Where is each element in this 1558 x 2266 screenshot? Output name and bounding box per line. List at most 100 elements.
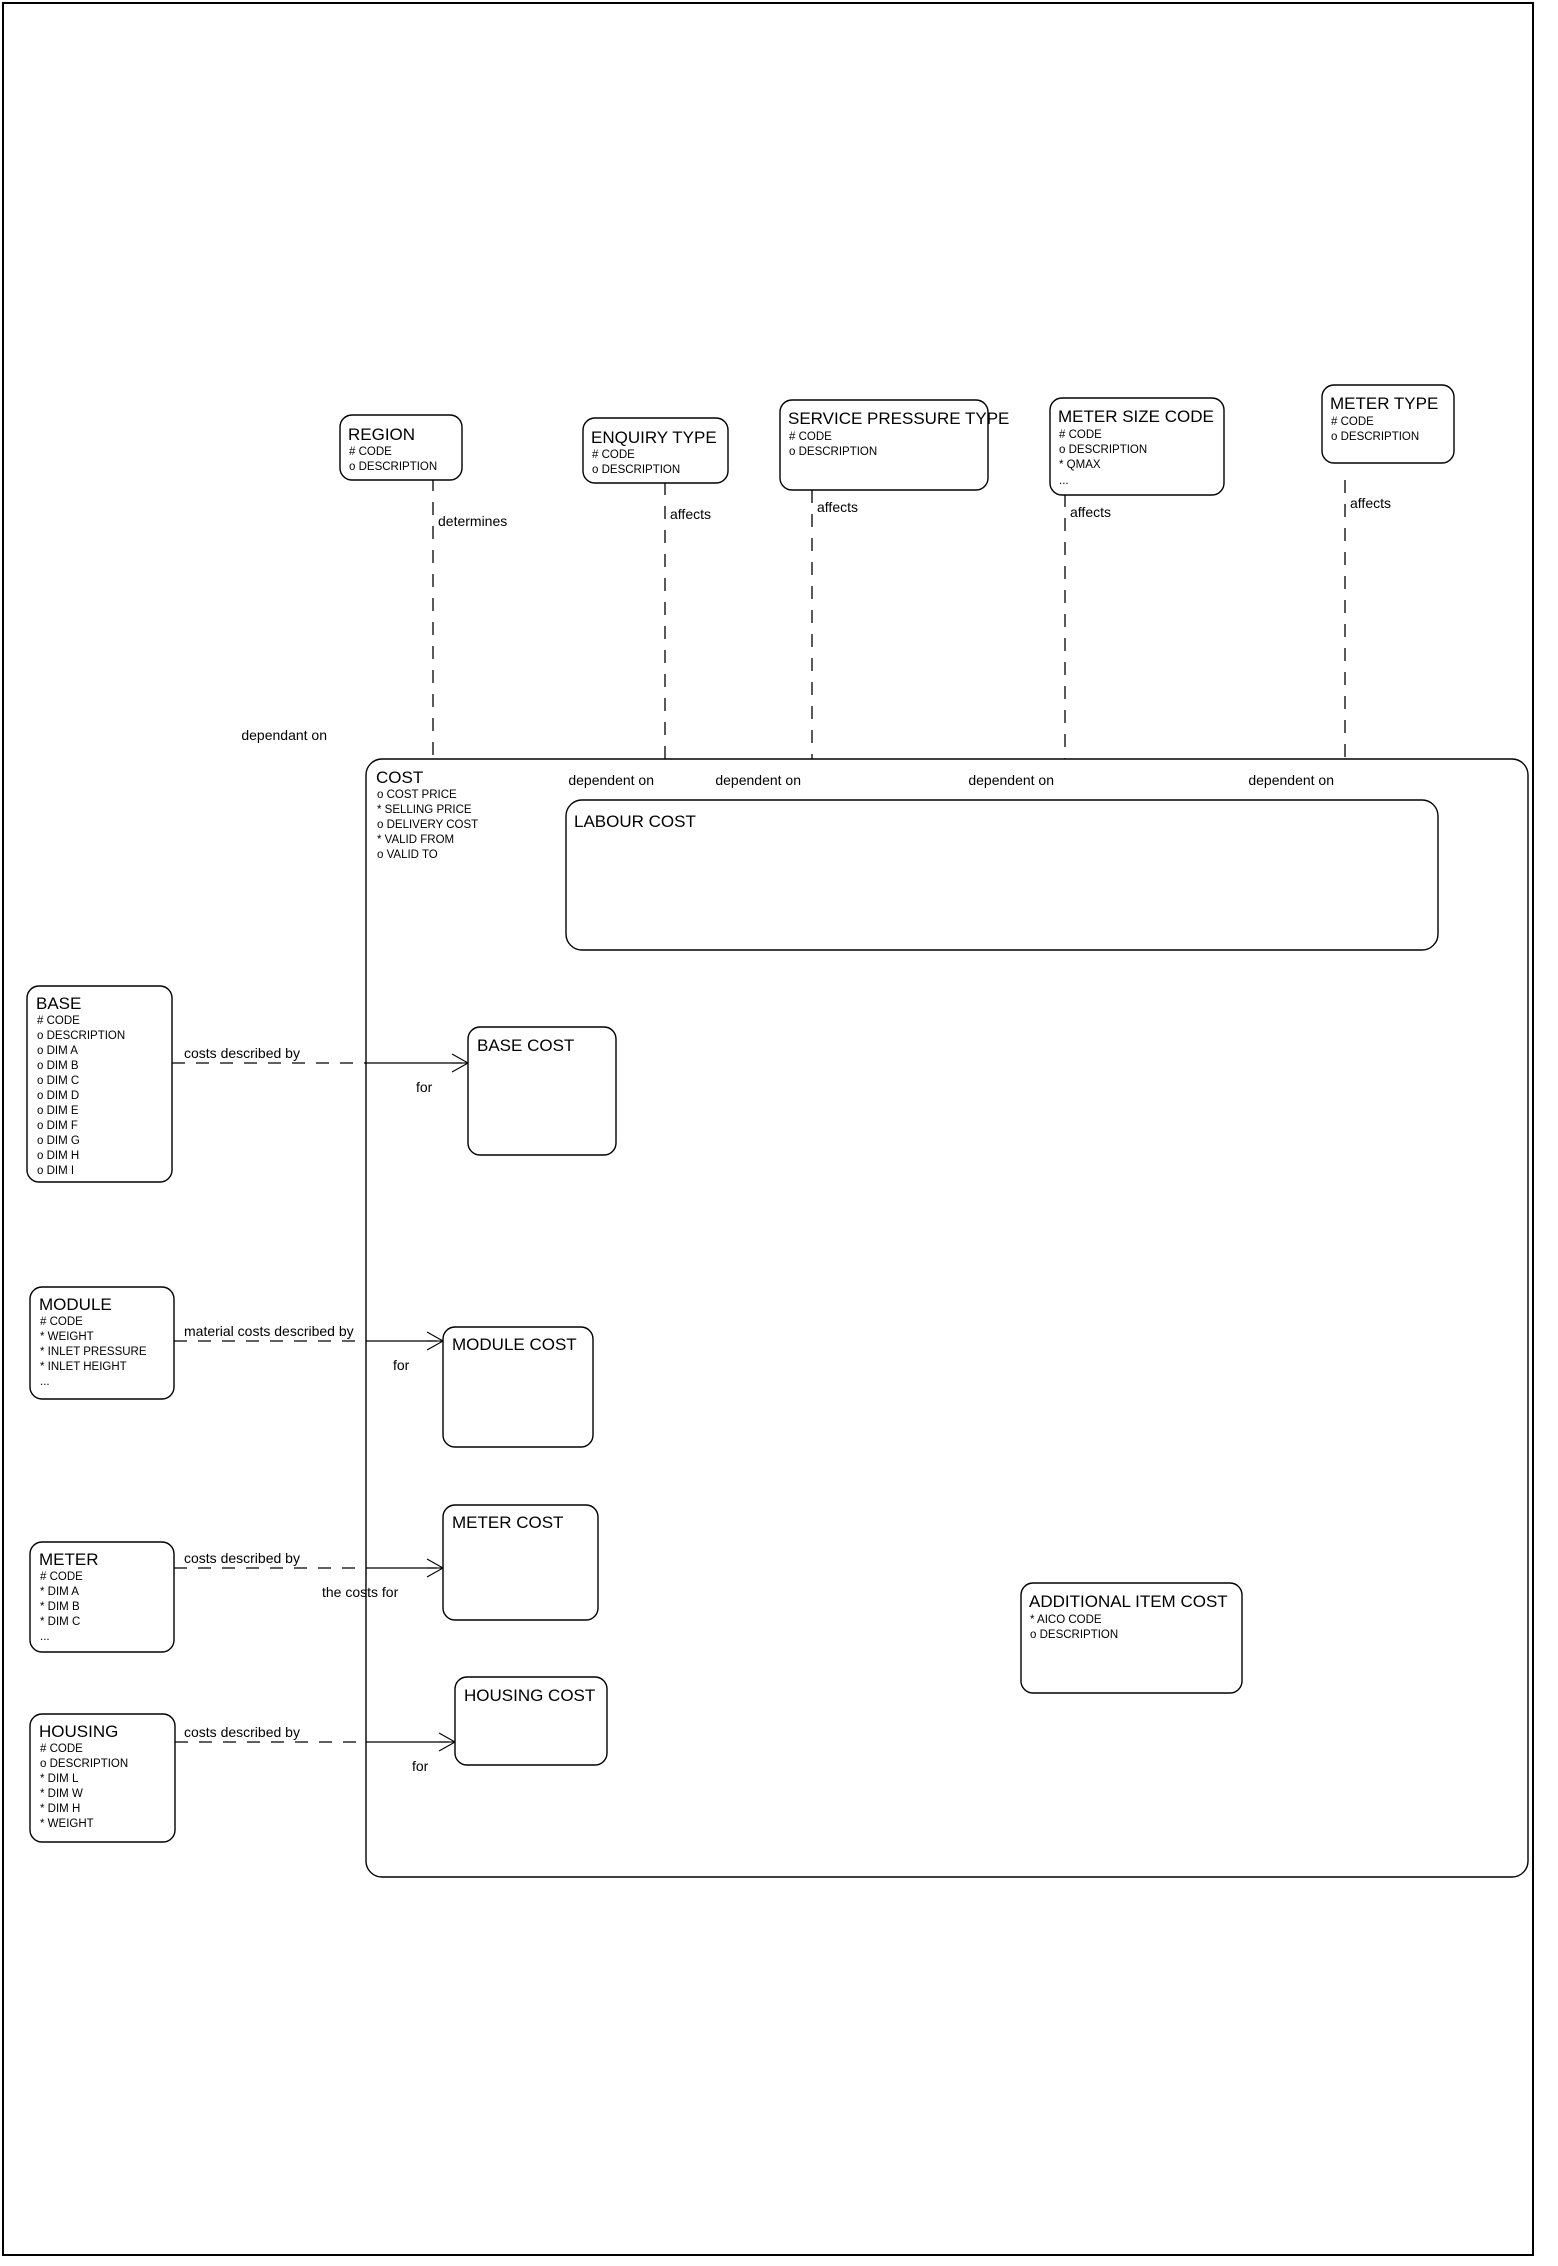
entity-housing-attr-1: o DESCRIPTION [40,1758,128,1770]
entity-region-attr-0: # CODE [349,446,392,458]
entity-meter-attr-1: * DIM A [40,1586,79,1598]
entity-enquiry-type-attr-0: # CODE [592,449,635,461]
entity-base-cost[interactable] [467,1026,617,1156]
entity-region-title: REGION [348,425,415,444]
rel-label-housing-costs-described-by: costs described by [184,1724,300,1740]
entity-housing-attr-2: * DIM L [40,1773,79,1785]
entity-cost-attr-4: o VALID TO [377,849,438,861]
entity-meter-size-code-attr-3: ... [1059,475,1069,487]
entity-base-attr-1: o DESCRIPTION [37,1030,125,1042]
rel-label-cost-dependant-on: dependant on [241,727,327,743]
entity-meter-size-code-title: METER SIZE CODE [1058,407,1214,426]
entity-additional-item-cost-attr-0: * AICO CODE [1030,1614,1102,1626]
entity-module-title: MODULE [39,1295,112,1314]
entity-meter-attr-0: # CODE [40,1571,83,1583]
rel-label-region-determines: determines [438,513,507,529]
rel-label-meter-size-affects: affects [1070,504,1111,520]
entity-additional-item-cost-attr-1: o DESCRIPTION [1030,1629,1118,1641]
entity-meter-type-title: METER TYPE [1330,394,1438,413]
rel-label-labour-dependent-on-4: dependent on [1248,772,1334,788]
rel-label-labour-dependent-on-2: dependent on [715,772,801,788]
rel-label-module-cost-for: for [393,1357,410,1373]
entity-base-attr-0: # CODE [37,1015,80,1027]
rel-label-meter-type-affects: affects [1350,495,1391,511]
entity-base-attr-6: o DIM E [37,1105,79,1117]
entity-base-attr-7: o DIM F [37,1120,78,1132]
entity-enquiry-type-attr-1: o DESCRIPTION [592,464,680,476]
crowfoot-housing-cost [438,1732,456,1752]
entity-module-cost[interactable] [442,1326,594,1448]
entity-housing-attr-0: # CODE [40,1743,83,1755]
entity-module-attr-3: * INLET HEIGHT [40,1361,127,1373]
entity-meter-size-code-attr-0: # CODE [1059,429,1102,441]
entity-region[interactable] [339,414,463,481]
entity-meter-size-code[interactable] [1049,397,1225,496]
entity-service-pressure-type-attr-0: # CODE [789,431,832,443]
entity-meter-cost-title: METER COST [452,1513,563,1532]
entity-meter-size-code-attr-2: * QMAX [1059,459,1101,471]
rel-label-housing-cost-for: for [412,1758,429,1774]
entity-enquiry-type[interactable] [582,417,729,484]
entity-base-attr-2: o DIM A [37,1045,78,1057]
rel-label-module-material-costs-described-by: material costs described by [184,1323,354,1339]
entity-module-attr-1: * WEIGHT [40,1331,94,1343]
entity-base-attr-8: o DIM G [37,1135,80,1147]
entity-enquiry-type-title: ENQUIRY TYPE [591,428,717,447]
crowfoot-meter-cost [426,1558,444,1578]
entity-meter-cost[interactable] [442,1504,599,1621]
entity-base-attr-9: o DIM H [37,1150,79,1162]
rel-label-meter-costs-described-by: costs described by [184,1550,300,1566]
entity-service-pressure-type[interactable] [779,399,989,491]
entity-meter-attr-2: * DIM B [40,1601,80,1613]
entity-meter[interactable] [29,1541,175,1653]
entity-cost-title: COST [376,768,423,787]
entity-cost-attr-2: o DELIVERY COST [377,819,478,831]
rel-label-base-costs-described-by: costs described by [184,1045,300,1061]
entity-housing-attr-3: * DIM W [40,1788,83,1800]
entity-additional-item-cost[interactable] [1020,1582,1243,1694]
entity-meter-size-code-attr-1: o DESCRIPTION [1059,444,1147,456]
entity-module[interactable] [29,1286,175,1400]
entity-housing-title: HOUSING [39,1722,118,1741]
entity-meter-attr-4: ... [40,1631,50,1643]
entity-labour-cost-title: LABOUR COST [574,812,696,831]
entity-region-attr-1: o DESCRIPTION [349,461,437,473]
entity-base-attr-4: o DIM C [37,1075,79,1087]
entity-cost-attr-3: * VALID FROM [377,834,454,846]
entity-meter-type[interactable] [1321,384,1455,464]
entity-module-attr-4: ... [40,1376,50,1388]
rel-label-enquiry-affects: affects [670,506,711,522]
entity-cost-attr-0: o COST PRICE [377,789,457,801]
rel-label-labour-dependent-on-3: dependent on [968,772,1054,788]
crowfoot-base-cost [451,1053,469,1073]
entity-base-attr-5: o DIM D [37,1090,79,1102]
entity-service-pressure-type-attr-1: o DESCRIPTION [789,446,877,458]
entity-meter-type-attr-0: # CODE [1331,416,1374,428]
rel-label-labour-dependent-on-1: dependent on [568,772,654,788]
entity-base[interactable] [26,985,173,1183]
entity-module-cost-title: MODULE COST [452,1335,577,1354]
entity-housing-attr-5: * WEIGHT [40,1818,94,1830]
rel-label-service-pressure-affects: affects [817,499,858,515]
rel-label-meter-cost-the-costs-for: the costs for [322,1584,399,1600]
page-frame [2,2,1534,2256]
entity-service-pressure-type-title: SERVICE PRESSURE TYPE [788,409,1009,428]
entity-housing-attr-4: * DIM H [40,1803,80,1815]
entity-module-attr-0: # CODE [40,1316,83,1328]
entity-housing[interactable] [29,1713,176,1843]
entity-module-attr-2: * INLET PRESSURE [40,1346,147,1358]
entity-housing-cost-title: HOUSING COST [464,1686,595,1705]
entity-meter-type-attr-1: o DESCRIPTION [1331,431,1419,443]
entity-meter-title: METER [39,1550,99,1569]
entity-housing-cost[interactable] [454,1676,608,1766]
entity-base-attr-10: o DIM I [37,1165,74,1177]
entity-meter-attr-3: * DIM C [40,1616,80,1628]
entity-labour-cost[interactable] [565,799,1439,951]
entity-cost-attr-1: * SELLING PRICE [377,804,472,816]
rel-label-base-cost-for: for [416,1079,433,1095]
entity-base-title: BASE [36,994,81,1013]
entity-additional-item-cost-title: ADDITIONAL ITEM COST [1029,1592,1228,1611]
entity-base-cost-title: BASE COST [477,1036,574,1055]
